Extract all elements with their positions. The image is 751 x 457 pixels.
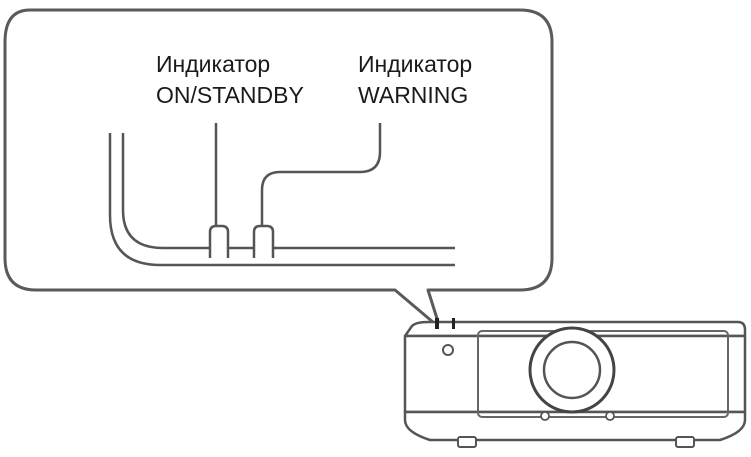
on-standby-label-line2: ON/STANDBY — [156, 82, 304, 108]
projector-skirt — [403, 410, 747, 442]
leader-lines — [214, 123, 382, 228]
projector-feet — [457, 436, 695, 448]
foot-right — [675, 436, 695, 448]
warning-label-line1: Индикатор — [358, 51, 472, 77]
on-standby-indicator — [208, 224, 230, 258]
projector-on-standby-indicator — [435, 318, 439, 329]
on-standby-label-line1: Индикатор — [156, 51, 270, 77]
warning-leader-line — [260, 123, 382, 228]
lens-inner — [542, 340, 602, 400]
screw-left-icon — [540, 411, 550, 421]
sensor-icon — [442, 344, 454, 356]
on-standby-label: Индикатор ON/STANDBY — [156, 51, 304, 108]
warning-indicator — [252, 224, 275, 258]
projector-front-panel — [477, 330, 729, 418]
zoomed-projector-outline — [108, 133, 455, 267]
warning-label-line2: WARNING — [358, 82, 468, 108]
foot-left — [457, 436, 477, 448]
projector — [403, 318, 747, 448]
indicator-nubs — [208, 224, 275, 258]
warning-label: Индикатор WARNING — [358, 51, 479, 108]
projector-warning-indicator — [452, 318, 455, 329]
screw-right-icon — [605, 411, 615, 421]
